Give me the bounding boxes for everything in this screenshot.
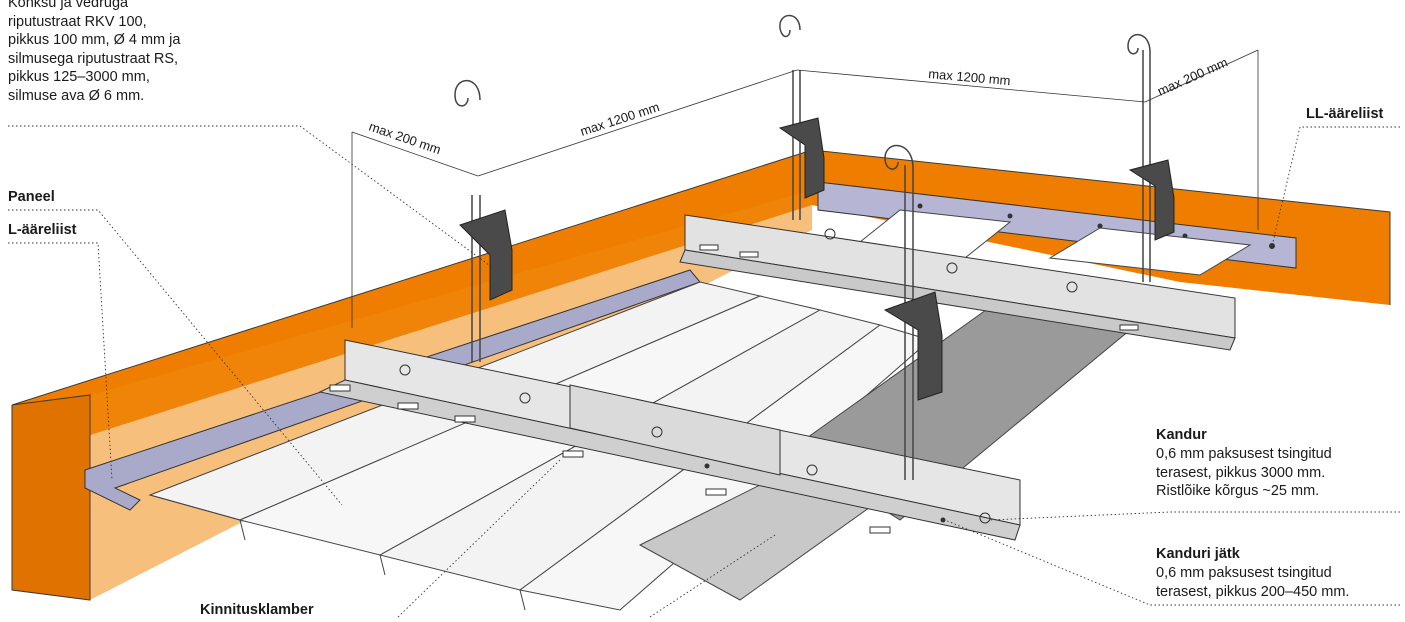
rear-carrier	[679, 214, 1236, 351]
panel-ribs	[149, 494, 526, 611]
l-edge-label: L-ääreliist	[8, 222, 77, 238]
wall-beam-edge	[11, 394, 91, 601]
dimension-label-4: max 200 mm	[1155, 54, 1230, 98]
carrier-ext-title: Kanduri jätk	[1156, 546, 1240, 562]
clamp-label: Kinnitusklamber	[200, 602, 314, 618]
wall-beam-outline	[11, 149, 1391, 406]
dimension-label-3: max 1200 mm	[928, 66, 1011, 88]
front-carrier	[318, 339, 1021, 541]
leader-lines	[8, 125, 1400, 618]
hanger-2	[779, 14, 801, 220]
ll-edge-label: LL-ääreliist	[1306, 106, 1384, 122]
wall-beam-front	[12, 395, 90, 600]
carrier-desc: 0,6 mm paksusest tsingitud terasest, pik…	[1156, 446, 1332, 499]
dimension-label-1: max 200 mm	[367, 119, 443, 158]
carrier-title: Kandur	[1156, 427, 1207, 443]
hanger-note: Konksu ja vedruga riputustraat RKV 100, …	[8, 0, 181, 104]
carrier-ext-desc: 0,6 mm paksusest tsingitud terasest, pik…	[1156, 565, 1350, 600]
panel-label: Paneel	[8, 189, 55, 205]
hanger-clips	[459, 117, 1175, 401]
carrier-extension	[569, 384, 781, 476]
